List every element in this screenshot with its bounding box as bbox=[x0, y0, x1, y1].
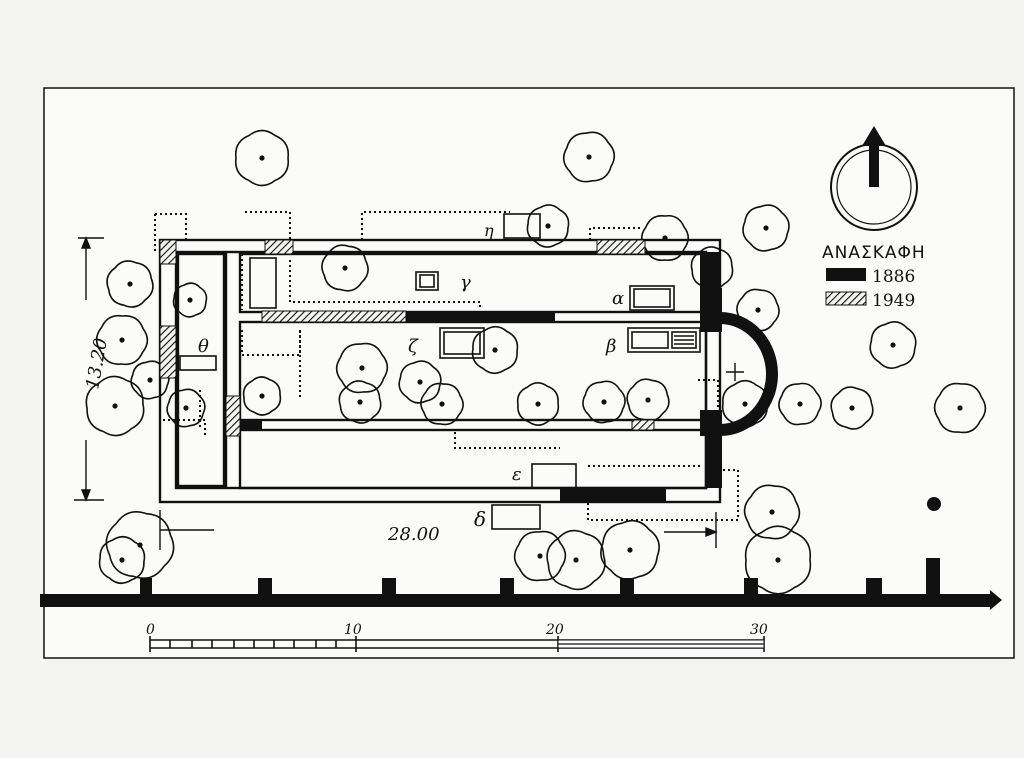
tree-icon bbox=[742, 204, 790, 252]
tree-icon bbox=[471, 325, 519, 375]
scale-tick-20: 20 bbox=[545, 622, 564, 638]
apse bbox=[719, 312, 778, 436]
room-label-z: ζ bbox=[408, 336, 419, 357]
trees bbox=[85, 129, 987, 595]
plan-frame bbox=[43, 87, 1015, 659]
tree-icon bbox=[516, 382, 560, 426]
tree-icon bbox=[744, 525, 812, 595]
tree-icon bbox=[582, 380, 626, 424]
legend: ΑΝΑΣΚΑΦΗ 1886 1949 bbox=[822, 243, 926, 311]
tree-icon bbox=[106, 260, 154, 308]
tree-icon bbox=[242, 376, 282, 416]
legend-swatch-1949 bbox=[825, 291, 867, 306]
tree-icon bbox=[721, 379, 769, 429]
room-label-b: β bbox=[605, 336, 616, 357]
road-line bbox=[40, 558, 1002, 610]
tree-icon bbox=[98, 536, 146, 584]
room-label-h: η bbox=[484, 221, 494, 240]
walls-1886 bbox=[240, 252, 722, 502]
tree-icon bbox=[830, 386, 874, 430]
legend-year-1949: 1949 bbox=[872, 291, 915, 311]
scale-tick-10: 10 bbox=[344, 622, 362, 638]
tree-icon bbox=[933, 382, 987, 434]
tree-icon bbox=[95, 314, 149, 366]
scale-tick-0: 0 bbox=[146, 622, 155, 638]
legend-swatch-1886 bbox=[826, 268, 866, 281]
tree-icon bbox=[172, 282, 208, 318]
room-label-d: δ bbox=[474, 507, 486, 531]
walls-1949 bbox=[159, 239, 655, 437]
tree-icon bbox=[420, 382, 464, 426]
north-arrow-icon bbox=[830, 126, 918, 231]
tree-icon bbox=[335, 342, 389, 394]
tree-icon bbox=[398, 360, 442, 404]
tree-icon bbox=[626, 378, 670, 422]
survey-cross bbox=[726, 363, 744, 381]
room-label-a: α bbox=[612, 288, 624, 309]
room-label-e: ε bbox=[512, 464, 522, 485]
marker-dot bbox=[927, 497, 941, 511]
scale-tick-30: 30 bbox=[750, 622, 768, 638]
tree-icon bbox=[600, 519, 660, 581]
legend-year-1886: 1886 bbox=[872, 267, 915, 287]
tree-icon bbox=[743, 484, 801, 540]
tree-icon bbox=[526, 204, 570, 248]
trench-outlines bbox=[154, 211, 739, 521]
room-labels: α β γ δ ε ζ η θ bbox=[198, 221, 624, 531]
tree-icon bbox=[513, 530, 567, 582]
tree-icon bbox=[562, 131, 616, 183]
tree-icon bbox=[546, 529, 606, 591]
tree-icon bbox=[338, 380, 382, 424]
length-dimension: 28.00 bbox=[387, 524, 440, 545]
tree-icon bbox=[234, 129, 290, 187]
tree-icon bbox=[778, 382, 822, 426]
tree-icon bbox=[85, 375, 145, 437]
tree-icon bbox=[869, 321, 917, 369]
features bbox=[179, 213, 701, 530]
scale-labels: 0 10 20 30 bbox=[146, 622, 768, 638]
dimension-lines bbox=[74, 236, 718, 550]
room-label-th: θ bbox=[198, 336, 209, 357]
room-label-g: γ bbox=[460, 272, 471, 293]
legend-title: ΑΝΑΣΚΑΦΗ bbox=[822, 243, 926, 263]
